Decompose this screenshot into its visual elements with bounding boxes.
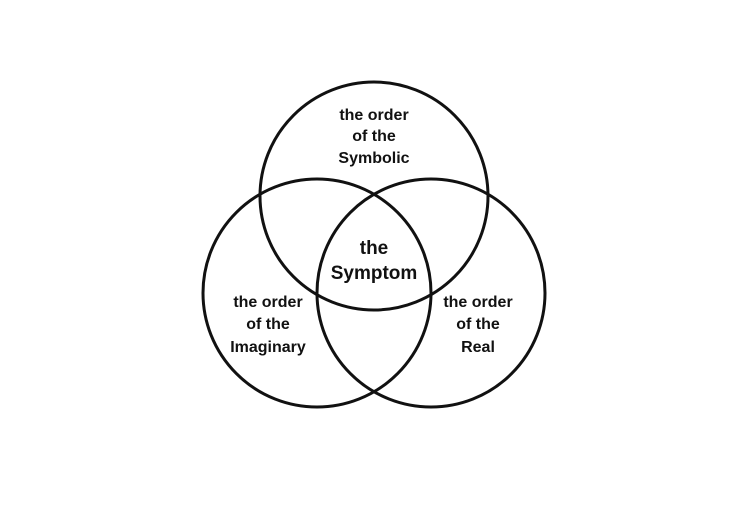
symbolic-circle [258,80,490,312]
center-label: the Symptom [331,238,418,284]
symbolic-label-line1: the order [339,107,408,124]
imaginary-label-line2: of the [246,316,290,333]
real-label: the order of the Real [443,294,512,356]
real-circle [315,177,547,409]
imaginary-label-line3: Imaginary [230,339,306,356]
real-label-line1: the order [443,294,512,311]
center-label-line2: Symptom [331,263,418,284]
symbolic-label-line3: Symbolic [338,150,409,167]
symbolic-label-line2: of the [352,128,396,145]
real-label-line3: Real [461,339,495,356]
real-label-line2: of the [456,316,500,333]
center-label-line1: the [360,238,389,259]
imaginary-label: the order of the Imaginary [230,294,306,356]
symbolic-label: the order of the Symbolic [338,107,409,167]
imaginary-circle [201,177,433,409]
imaginary-label-line1: the order [233,294,302,311]
